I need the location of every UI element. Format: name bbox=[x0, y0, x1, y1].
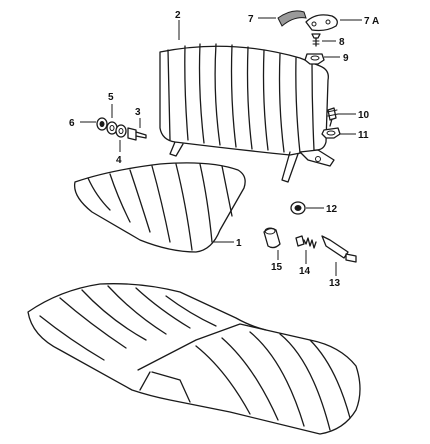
bench-cushion bbox=[27, 283, 361, 435]
callout-7: 7 bbox=[248, 14, 254, 25]
nut-9 bbox=[304, 53, 325, 65]
callout-2: 2 bbox=[175, 10, 181, 21]
callout-3: 3 bbox=[135, 107, 141, 118]
plate-7a bbox=[305, 14, 338, 32]
screw-8 bbox=[311, 33, 321, 47]
callout-7a: 7 A bbox=[364, 16, 379, 27]
callouts: 2 7 7 A 8 9 10 11 12 1 3 5 6 4 15 14 13 bbox=[69, 10, 379, 289]
callout-15: 15 bbox=[271, 262, 283, 273]
hardware-3-6 bbox=[96, 117, 147, 141]
grommet-12 bbox=[290, 201, 306, 215]
spring-14 bbox=[295, 235, 317, 249]
callout-10: 10 bbox=[358, 110, 370, 121]
callout-5: 5 bbox=[108, 92, 114, 103]
pin-13 bbox=[321, 235, 357, 263]
backrest bbox=[159, 43, 335, 183]
callout-4: 4 bbox=[116, 155, 122, 166]
callout-12: 12 bbox=[326, 204, 338, 215]
callout-13: 13 bbox=[329, 278, 341, 289]
leader-lines bbox=[80, 17, 362, 276]
sleeve-15 bbox=[263, 227, 281, 249]
nut-11 bbox=[321, 127, 341, 139]
callout-1: 1 bbox=[236, 238, 242, 249]
seat-cushion bbox=[73, 162, 246, 253]
callout-14: 14 bbox=[299, 266, 311, 277]
callout-9: 9 bbox=[343, 53, 349, 64]
callout-8: 8 bbox=[339, 37, 345, 48]
screw-10 bbox=[326, 107, 339, 127]
callout-11: 11 bbox=[358, 130, 369, 141]
strap-7 bbox=[277, 10, 307, 27]
callout-6: 6 bbox=[69, 118, 75, 129]
